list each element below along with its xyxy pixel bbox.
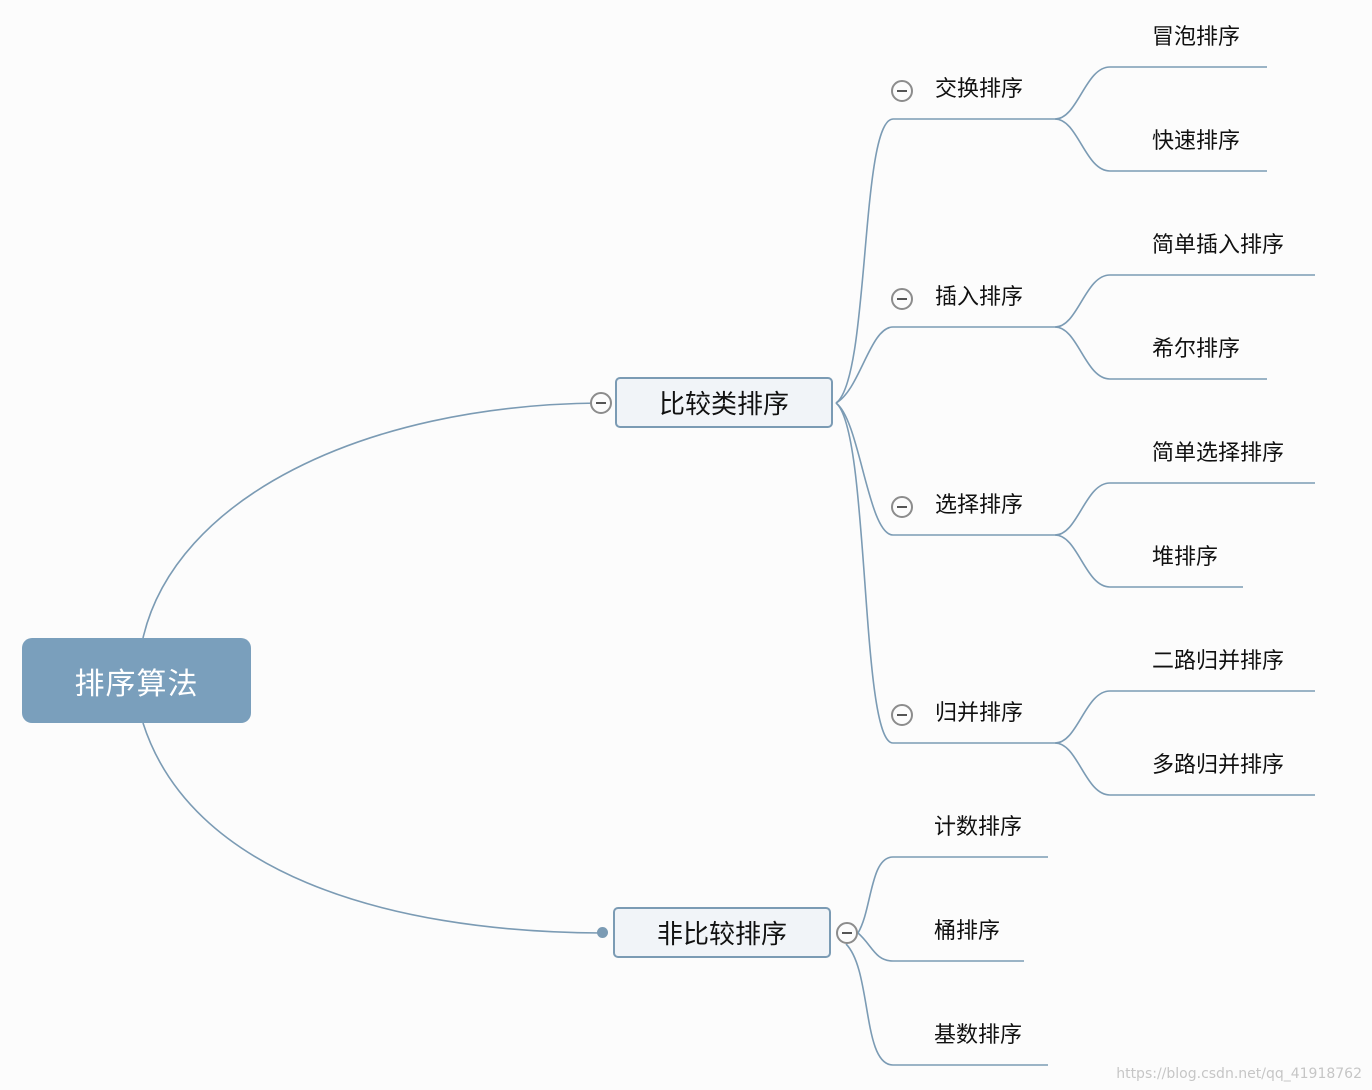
group-merge-sort[interactable]: 归并排序 [935, 701, 1024, 726]
leaf-bubble-sort[interactable]: 冒泡排序 [1152, 25, 1241, 50]
noncompare-collapse-icon[interactable] [836, 922, 858, 944]
insert-collapse-icon[interactable] [891, 288, 913, 310]
leaf-bucket-sort[interactable]: 桶排序 [934, 919, 1001, 944]
noncompare-sort-node[interactable]: 非比较排序 [613, 907, 831, 958]
connector-merge-two [1054, 690, 1315, 744]
noncompare-anchor-dot-icon [597, 927, 608, 938]
leaf-quick-sort[interactable]: 快速排序 [1152, 129, 1241, 154]
connector-noncompare-counting [857, 856, 1048, 934]
connector-compare-select [835, 402, 1055, 536]
merge-collapse-icon[interactable] [891, 704, 913, 726]
connector-exchange-bubble [1054, 66, 1267, 120]
connector-noncompare-bucket [857, 932, 1024, 962]
connector-exchange-quick [1054, 118, 1267, 172]
leaf-shell-sort[interactable]: 希尔排序 [1152, 337, 1241, 362]
noncompare-sort-label: 非比较排序 [656, 920, 787, 950]
compare-collapse-icon[interactable] [590, 392, 612, 414]
connector-compare-exchange [835, 118, 1055, 404]
leaf-counting-sort[interactable]: 计数排序 [934, 815, 1023, 840]
leaf-multi-way-merge-sort[interactable]: 多路归并排序 [1152, 753, 1285, 778]
connector-insert-simple [1054, 274, 1315, 328]
root-node-label: 排序算法 [74, 666, 199, 702]
compare-sort-label: 比较类排序 [658, 390, 789, 420]
group-select-sort[interactable]: 选择排序 [935, 493, 1024, 518]
connector-select-simple [1054, 482, 1315, 536]
watermark: https://blog.csdn.net/qq_41918762 [1116, 1066, 1362, 1082]
connector-compare-insert [835, 326, 1055, 404]
connector-insert-shell [1054, 326, 1267, 380]
exchange-collapse-icon[interactable] [891, 80, 913, 102]
connector-select-heap [1054, 534, 1243, 588]
compare-sort-node[interactable]: 比较类排序 [615, 377, 833, 428]
leaf-simple-insert-sort[interactable]: 简单插入排序 [1152, 233, 1285, 258]
connector-root-compare [142, 402, 601, 639]
group-insert-sort[interactable]: 插入排序 [935, 285, 1024, 310]
connector-compare-merge [835, 402, 1055, 744]
connector-noncompare-radix [845, 943, 1048, 1066]
leaf-radix-sort[interactable]: 基数排序 [934, 1023, 1023, 1048]
connector-merge-multi [1054, 742, 1315, 796]
group-exchange-sort[interactable]: 交换排序 [935, 77, 1024, 102]
leaf-two-way-merge-sort[interactable]: 二路归并排序 [1152, 649, 1285, 674]
leaf-simple-select-sort[interactable]: 简单选择排序 [1152, 441, 1285, 466]
select-collapse-icon[interactable] [891, 496, 913, 518]
root-node[interactable]: 排序算法 [22, 638, 251, 723]
leaf-heap-sort[interactable]: 堆排序 [1152, 545, 1219, 570]
connector-root-noncompare [142, 722, 603, 934]
